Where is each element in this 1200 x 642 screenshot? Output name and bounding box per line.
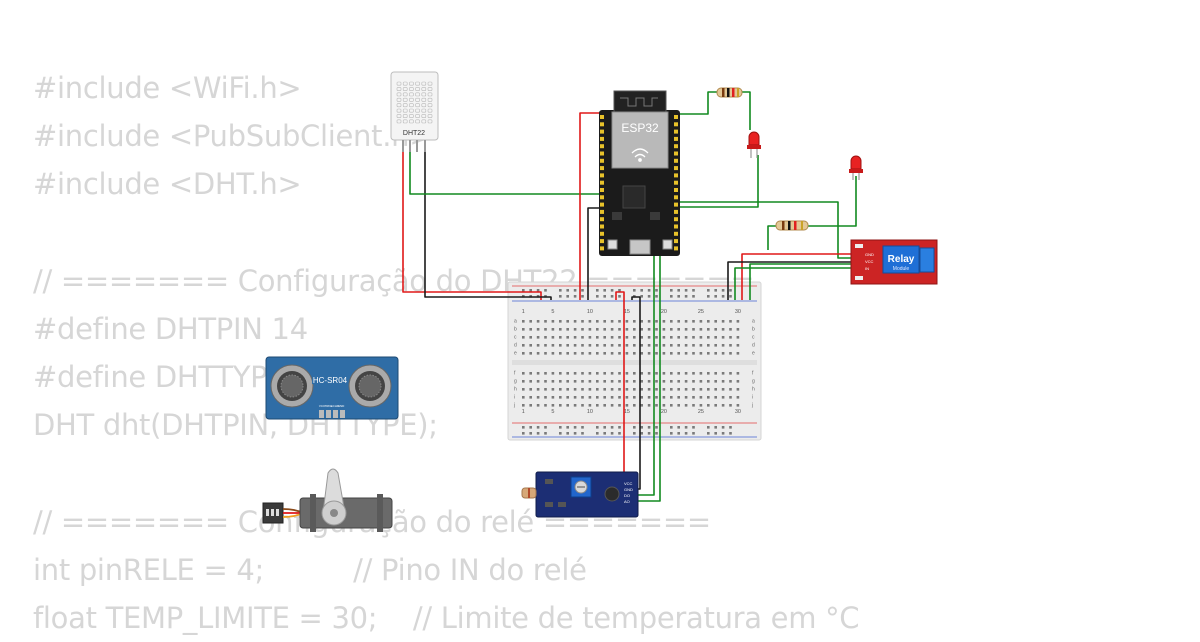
ldr-pin-ao: AO [624, 499, 630, 504]
esp32-label: ESP32 [621, 121, 659, 135]
breadboard-row-label: g [752, 379, 755, 385]
dht22-label: DHT22 [403, 130, 425, 137]
code-line: #include <PubSubClient.h> [33, 119, 434, 154]
wire-led2-b [767, 225, 776, 250]
code-line: int pinRELE = 4; // Pino IN do relé [33, 552, 587, 587]
breadboard-row-label: c [752, 335, 755, 341]
hcsr04-pin-echo: ECHO [331, 404, 340, 408]
breadboard-column-label: 20 [661, 309, 667, 315]
wire-dht-data [409, 152, 606, 195]
breadboard-row-label: j [513, 403, 515, 409]
breadboard-row-label: i [514, 395, 515, 401]
breadboard-row-label: a [752, 319, 755, 325]
breadboard-row-label: b [514, 327, 517, 333]
resistor-1 [716, 87, 743, 98]
esp32-pin-headers [600, 115, 678, 251]
wire-esp-black [587, 207, 604, 300]
breadboard-column-label: 20 [661, 409, 667, 415]
ldr-pin-gnd: GND [624, 487, 633, 492]
hcsr04-transducer-right [348, 364, 392, 408]
breadboard-row-label: g [514, 379, 517, 385]
breadboard-row-label: f [514, 371, 516, 377]
breadboard-column-label: 5 [551, 409, 554, 415]
breadboard-row-label: h [514, 387, 517, 393]
relay-module[interactable]: Relay Module GND VCC IN [850, 239, 938, 285]
resistor-2 [775, 220, 809, 231]
breadboard-row-label: h [752, 387, 755, 393]
code-line: float TEMP_LIMITE = 30; // Limite de tem… [33, 601, 860, 636]
wire-led1-c [658, 155, 759, 208]
breadboard-holes [512, 285, 757, 438]
wire-dht-vcc [402, 152, 542, 300]
breadboard-row-label: f [752, 371, 754, 377]
hcsr04-label: HC-SR04 [313, 376, 348, 385]
breadboard-column-label: 30 [735, 309, 741, 315]
breadboard-row-label: d [752, 343, 755, 349]
led-1[interactable] [747, 131, 761, 158]
breadboard-column-label: 30 [735, 409, 741, 415]
breadboard-row-label: i [752, 395, 753, 401]
wire-relay-gnd [727, 261, 855, 300]
wire-ldr-ao [634, 240, 661, 502]
hcsr04-transducer-left [270, 364, 314, 408]
wire-led2-a [808, 176, 857, 227]
wire-led1-b [742, 91, 751, 130]
led-2[interactable] [849, 155, 863, 180]
breadboard-row-label: j [751, 403, 753, 409]
breadboard-column-label: 5 [551, 309, 554, 315]
wire-relay-vcc [741, 253, 855, 300]
breadboard-column-label: 25 [698, 309, 704, 315]
breadboard-row-label: e [752, 351, 755, 357]
breadboard-column-label: 10 [587, 309, 593, 315]
hcsr04-pin-trig: TRIG [324, 404, 332, 408]
ldr-pin-vcc: VCC [624, 481, 633, 486]
wifi-logo-icon [631, 148, 649, 162]
code-background: #include <WiFi.h> #include <PubSubClient.… [33, 64, 860, 642]
breadboard-column-label: 25 [698, 409, 704, 415]
breadboard-row-label: d [514, 343, 517, 349]
breadboard-column-label: 1 [522, 409, 525, 415]
code-line: #include <WiFi.h> [33, 71, 302, 105]
servo-motor[interactable] [262, 468, 393, 532]
esp32-board[interactable]: ESP32 [599, 90, 680, 256]
code-line: #define DHTPIN 14 [33, 311, 308, 346]
hcsr04-sensor[interactable]: HC-SR04 VCC TRIG ECHO GND [265, 356, 399, 420]
breadboard-column-label: 15 [624, 309, 630, 315]
wire-dht-gnd [424, 152, 552, 300]
relay-pin-in: IN [865, 266, 869, 271]
dht22-sensor[interactable]: DHT22 [390, 71, 439, 152]
relay-pin-gnd: GND [865, 252, 874, 257]
breadboard-column-label: 1 [522, 309, 525, 315]
relay-label: Relay [888, 254, 915, 265]
code-line: #include <DHT.h> [33, 167, 302, 202]
wire-relay-in [734, 267, 855, 300]
ldr-pin-do: DO [624, 493, 630, 498]
wire-led1-a [655, 91, 717, 115]
wire-relay-aux [749, 263, 855, 300]
ldr-module[interactable]: VCC GND DO AO [521, 471, 639, 518]
relay-pin-vcc: VCC [865, 259, 874, 264]
breadboard-row-label: e [514, 351, 517, 357]
breadboard-column-label: 15 [624, 409, 630, 415]
breadboard-column-label: 10 [587, 409, 593, 415]
wire-esp-red [579, 112, 604, 300]
breadboard-row-label: c [514, 335, 517, 341]
dht22-vent-grid [396, 81, 433, 124]
wire-esp-led2 [660, 201, 855, 259]
breadboard-row-label: a [514, 319, 517, 325]
relay-sublabel: Module [893, 266, 910, 272]
breadboard-row-label: b [752, 327, 755, 333]
hcsr04-pin-gnd: GND [338, 404, 346, 408]
hcsr04-pin-vcc: VCC [319, 404, 326, 408]
code-line: // ======= Configuração do relé ======= [33, 504, 711, 539]
